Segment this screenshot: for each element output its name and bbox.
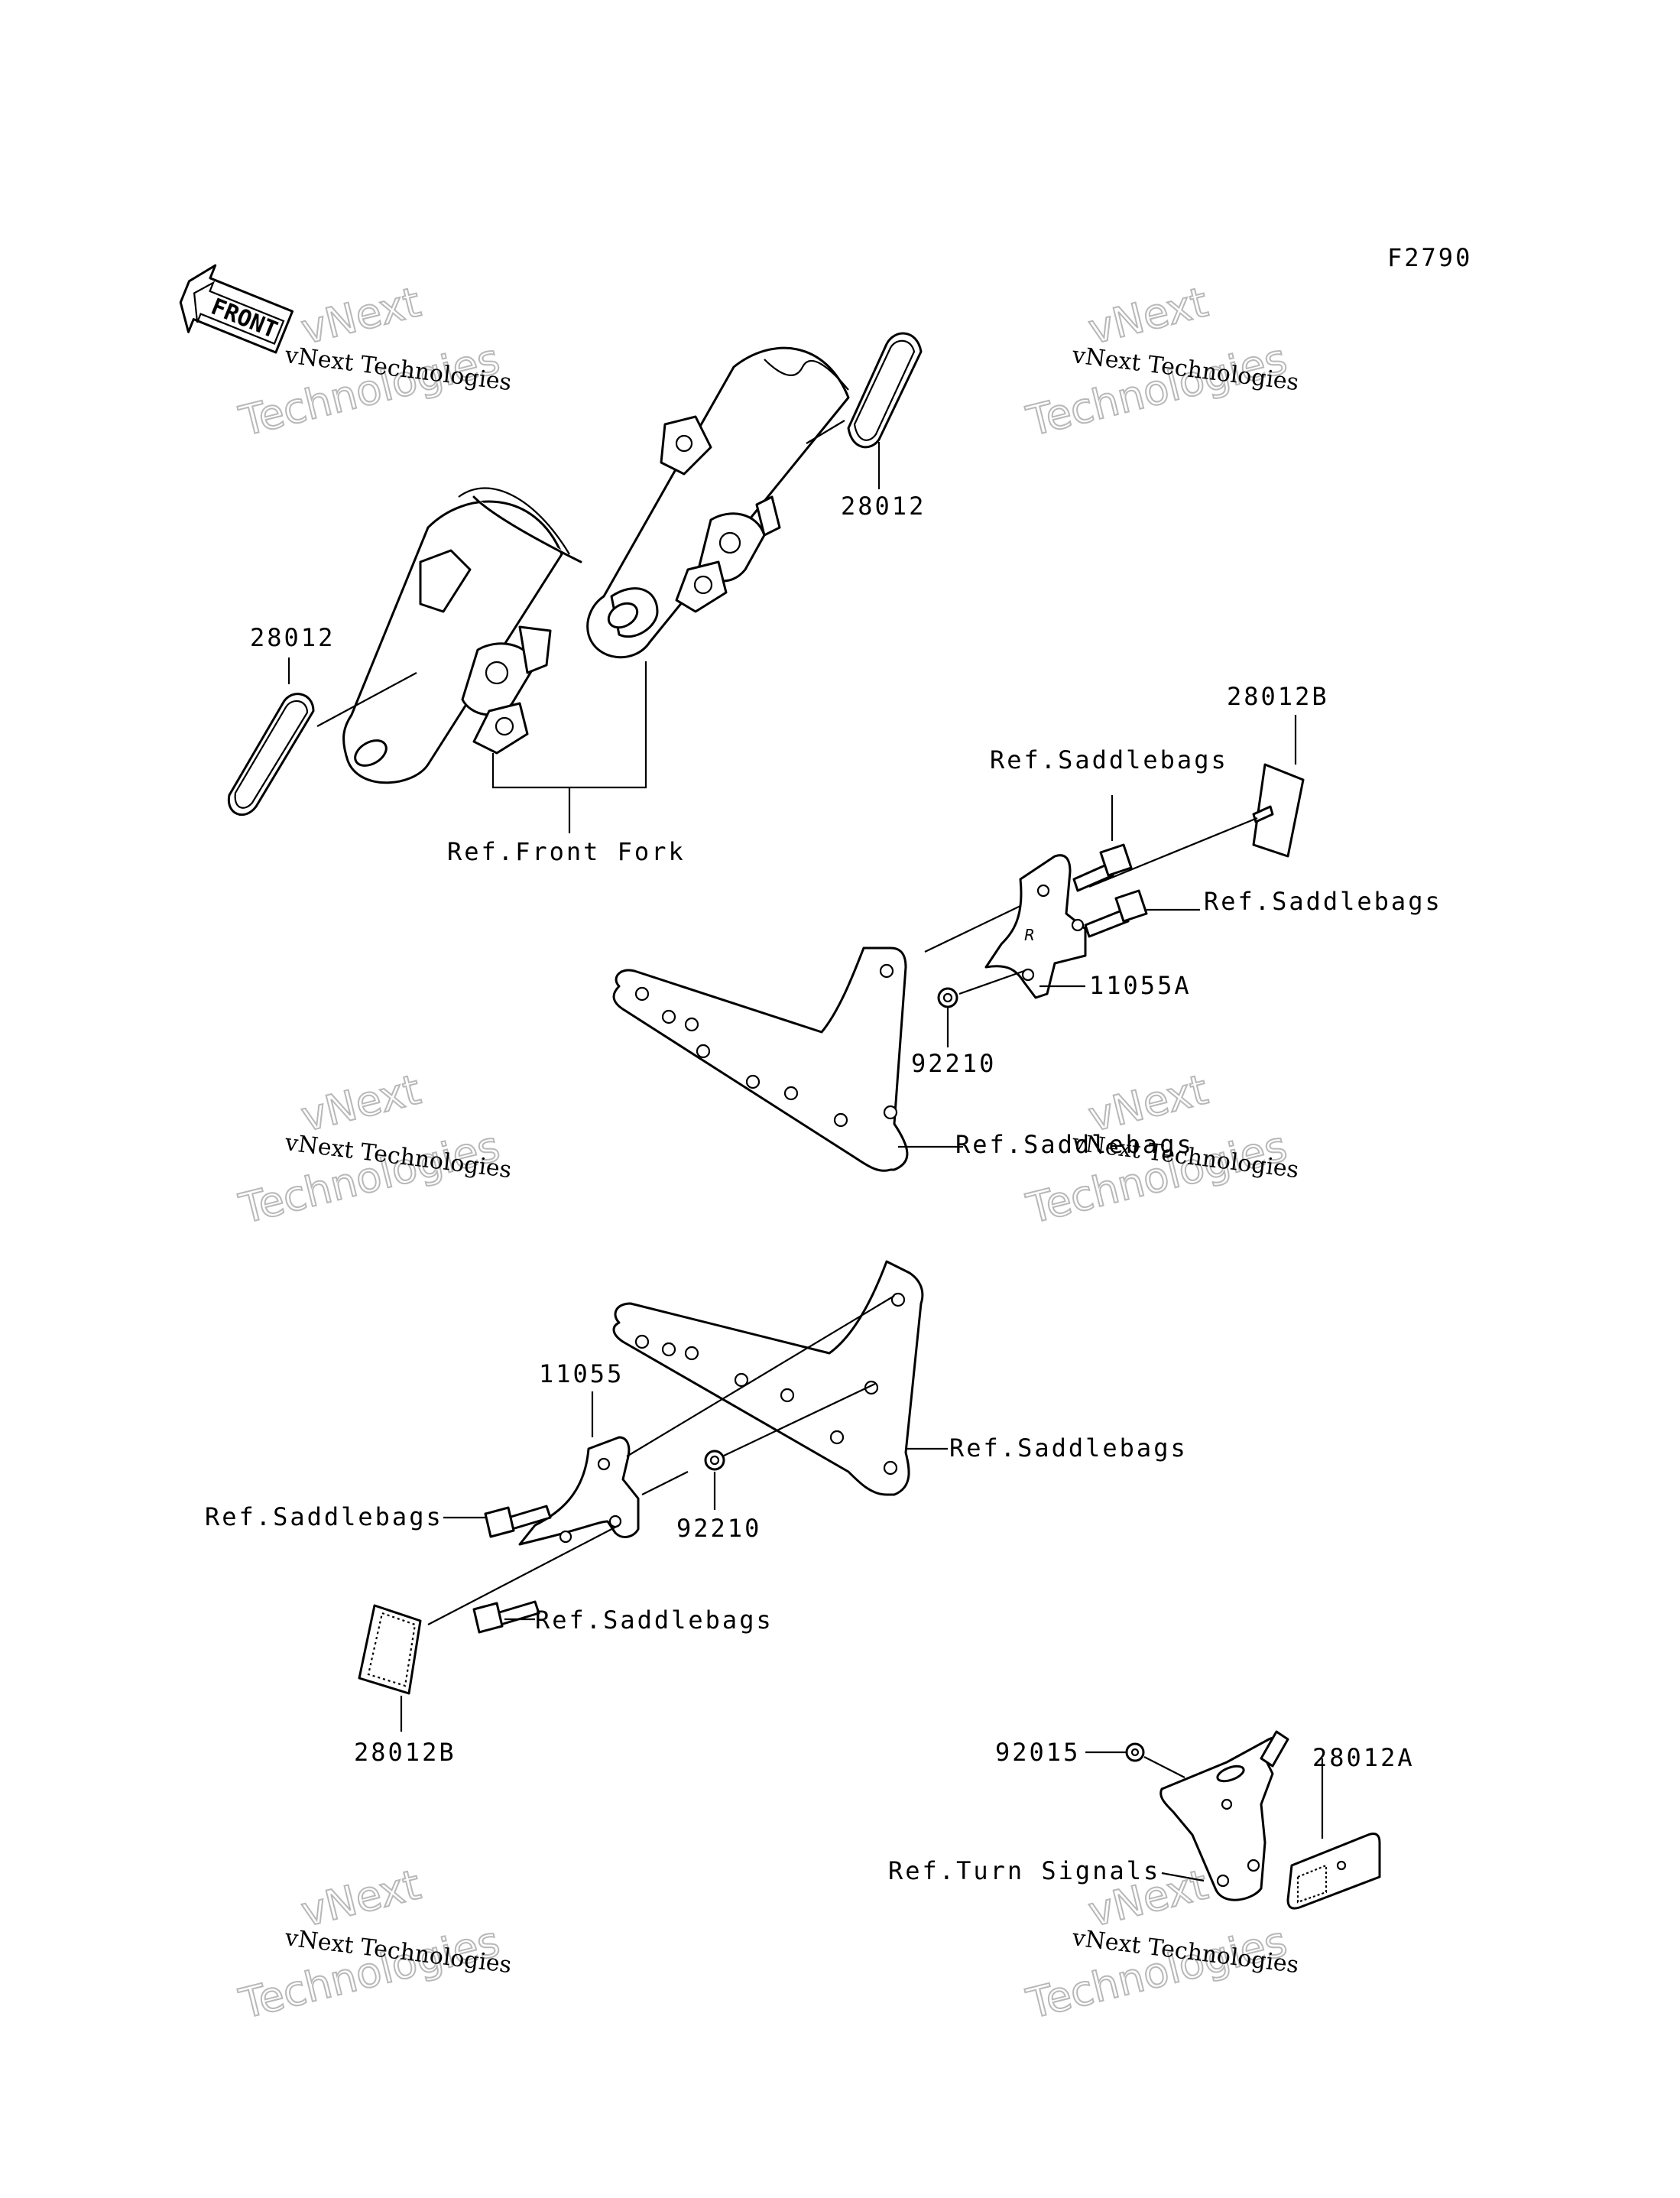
bolt-head-icon (484, 1506, 515, 1538)
watermark-mid-left: vNext Technologies vNext Technologies (234, 1064, 513, 1234)
bolt-head-icon (1114, 889, 1148, 923)
callout-ref-turn-signals: Ref.Turn Signals (888, 1856, 1160, 1885)
bolt-lower-left-2 (472, 1600, 540, 1634)
watermark-word: vNext (297, 278, 425, 353)
callout-92015: 92015 (995, 1738, 1080, 1767)
watermark-word: vNext (297, 1065, 425, 1141)
watermark-word: vNext (1084, 278, 1212, 353)
callout-28012-right: 28012 (841, 492, 926, 521)
oval-reflector-icon (227, 693, 315, 817)
callout-28012B-lower: 28012B (354, 1738, 456, 1767)
watermark-top-right: vNext Technologies vNext Technologies (1021, 277, 1300, 446)
callout-ref-saddlebags-3: Ref.Saddlebags (955, 1130, 1194, 1159)
bracket-11055A: R (984, 854, 1087, 999)
callout-11055A: 11055A (1089, 971, 1192, 1000)
rear-reflector-bracket (1159, 1730, 1289, 1901)
bolt-upper-left (1072, 843, 1133, 892)
bracket-11055 (518, 1436, 640, 1546)
reflector-28012B-left (358, 1604, 422, 1695)
watermark-top-left: vNext Technologies vNext Technologies (234, 277, 513, 446)
callout-ref-saddlebags-6: Ref.Saddlebags (535, 1605, 774, 1635)
nut-92210-right (937, 987, 958, 1008)
front-fork-assembly (342, 346, 850, 784)
callout-ref-saddlebags-2: Ref.Saddlebags (1204, 887, 1442, 916)
front-direction-arrow: FRONT (179, 264, 294, 354)
rect-reflector-icon (358, 1604, 422, 1695)
saddlebag-stay-left (612, 1260, 924, 1496)
saddlebag-stay-right (612, 946, 909, 1172)
reflector-fork-right (806, 332, 923, 489)
reflector-fork-left (227, 657, 417, 817)
nut-92015 (1125, 1742, 1145, 1762)
figure-code: F2790 (1387, 243, 1472, 272)
callout-28012A: 28012A (1312, 1743, 1415, 1772)
callout-28012-left: 28012 (250, 623, 335, 652)
watermark-word: vNext (297, 1860, 425, 1936)
callout-11055: 11055 (539, 1359, 624, 1388)
watermark-bottom-left: vNext Technologies vNext Technologies (234, 1859, 513, 2029)
rect-reflector-icon (1286, 1832, 1381, 1910)
callout-ref-front-fork: Ref.Front Fork (447, 837, 686, 866)
callout-ref-saddlebags-4: Ref.Saddlebags (949, 1433, 1188, 1463)
bolt-upper-right (1084, 889, 1148, 938)
bolt-head-icon (1099, 843, 1133, 877)
callout-28012B-upper: 28012B (1227, 682, 1329, 711)
nut-92210-left (704, 1450, 725, 1471)
svg-text:R: R (1024, 926, 1035, 944)
callout-ref-saddlebags-1: Ref.Saddlebags (990, 745, 1228, 774)
callout-92210-right: 92210 (911, 1049, 996, 1078)
reflector-28012B-right (1252, 763, 1305, 858)
bolt-lower-left-1 (484, 1505, 552, 1538)
oval-reflector-icon (847, 332, 923, 449)
reflector-28012A (1286, 1832, 1381, 1910)
bolt-head-icon (472, 1602, 504, 1634)
callout-ref-saddlebags-5: Ref.Saddlebags (205, 1502, 443, 1531)
callout-92210-left: 92210 (676, 1514, 761, 1543)
arrow-outline-icon (179, 264, 294, 354)
